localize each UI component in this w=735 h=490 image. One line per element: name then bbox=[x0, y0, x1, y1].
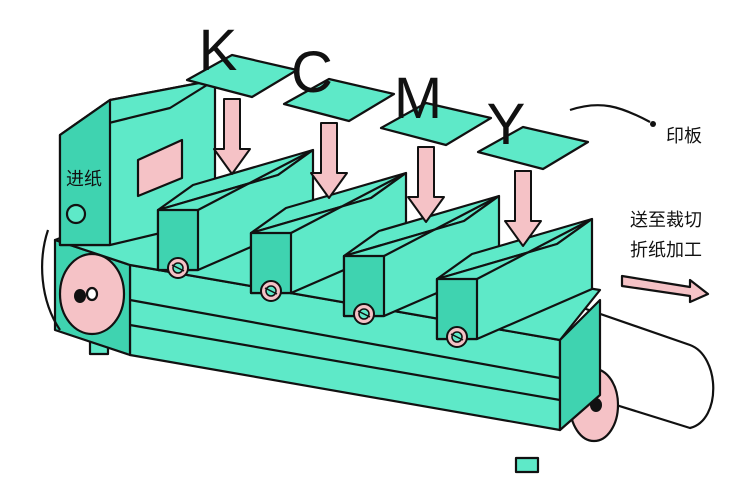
plate-k: K bbox=[185, 18, 299, 175]
output-arrow bbox=[620, 274, 710, 304]
print-unit-edge bbox=[290, 172, 407, 234]
plate-square bbox=[185, 53, 299, 99]
feed-roller-hub bbox=[85, 286, 99, 302]
print-unit-c bbox=[249, 171, 408, 302]
down-arrow-icon bbox=[504, 170, 542, 247]
feed-knob bbox=[65, 203, 87, 225]
plate-square bbox=[379, 101, 493, 147]
print-unit-edge bbox=[476, 218, 593, 280]
output-label-line2: 折纸加工 bbox=[630, 240, 702, 261]
plate-leader-dot bbox=[650, 121, 656, 127]
output-label-line1: 送至裁切 bbox=[630, 210, 702, 231]
plate-label: 印板 bbox=[666, 126, 702, 147]
print-unit-side bbox=[156, 208, 200, 272]
print-unit-edge bbox=[383, 195, 500, 257]
down-arrow-icon bbox=[407, 146, 445, 223]
ink-letter-k: K bbox=[199, 18, 238, 83]
frame-end bbox=[558, 298, 602, 432]
feed-paper-edge bbox=[41, 229, 61, 331]
gauge-needle bbox=[450, 333, 464, 341]
plate-leader-line bbox=[569, 104, 651, 123]
ink-letter-c: C bbox=[291, 40, 333, 105]
frame-rail-lower bbox=[129, 323, 561, 402]
frame-rail bbox=[129, 298, 561, 380]
print-unit-k bbox=[156, 148, 315, 279]
print-unit-y bbox=[435, 217, 594, 348]
ink-letter-m: M bbox=[394, 66, 442, 131]
gauge-needle bbox=[171, 264, 185, 272]
feed-label: 进纸 bbox=[66, 169, 102, 190]
plate-y: Y bbox=[476, 92, 590, 247]
feed-roller-axle bbox=[74, 289, 86, 303]
print-unit-side bbox=[435, 277, 479, 341]
plate-square bbox=[282, 77, 396, 123]
plate-square bbox=[476, 125, 590, 171]
down-arrow-icon bbox=[213, 98, 251, 175]
gauge-needle bbox=[264, 287, 278, 295]
print-unit-edge bbox=[197, 149, 314, 211]
ink-letter-y: Y bbox=[487, 92, 526, 157]
print-unit-m bbox=[342, 194, 501, 325]
machine-foot-right bbox=[514, 456, 540, 474]
down-arrow-icon bbox=[310, 122, 348, 199]
feed-unit-window bbox=[136, 138, 184, 198]
plate-m: M bbox=[379, 66, 493, 223]
gauge-needle bbox=[357, 310, 371, 318]
print-unit-side bbox=[342, 254, 386, 318]
print-unit-side bbox=[249, 231, 293, 295]
plate-c: C bbox=[282, 40, 396, 199]
